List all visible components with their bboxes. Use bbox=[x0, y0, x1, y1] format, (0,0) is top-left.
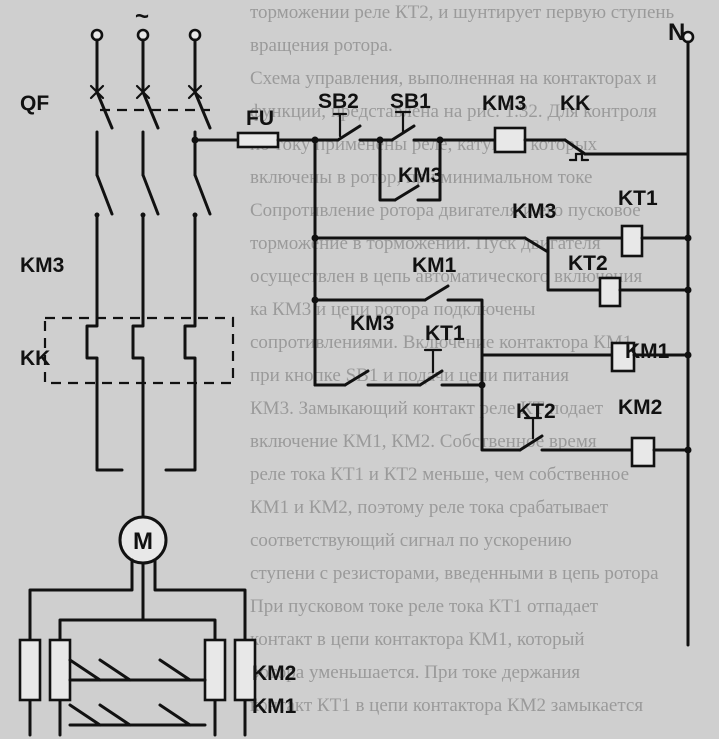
background-text-line: при кнопке SB1 и подачи цепи питания bbox=[250, 365, 569, 386]
background-text-line: осуществлен в цепь автоматического включ… bbox=[250, 266, 643, 287]
kt1-coil-label: KT1 bbox=[618, 187, 658, 210]
km3-coil bbox=[493, 126, 527, 154]
background-text-line: сопротивлениями. Включение контактора КМ… bbox=[250, 332, 632, 353]
kt1-coil bbox=[620, 224, 644, 258]
background-text-line: КМ3. Замыкающий контакт реле КТ подает bbox=[250, 398, 604, 419]
background-text-line: вращения ротора. bbox=[250, 35, 393, 56]
power-circuit: ~ N QF KM3 KK bbox=[18, 3, 695, 737]
sb2-label: SB2 bbox=[318, 90, 359, 113]
background-text-line: реле тока КТ1 и КТ2 меньше, чем собствен… bbox=[250, 464, 629, 485]
kt2-contact-label: KT2 bbox=[516, 400, 556, 423]
qf-label: QF bbox=[20, 92, 49, 115]
phase-symbol: ~ bbox=[135, 3, 149, 30]
km2-coil-label: KM2 bbox=[618, 396, 662, 419]
motor-label: M bbox=[133, 528, 153, 555]
km1-coil bbox=[610, 341, 636, 373]
km3-power-label: KM3 bbox=[20, 254, 64, 277]
background-text-line: контакт КТ1 в цепи контактора КМ2 замыка… bbox=[250, 695, 643, 716]
km1-contact-label: KM1 bbox=[412, 254, 457, 277]
km3-coil-label: KM3 bbox=[482, 92, 526, 115]
background-text-line: При пусковом токе реле тока КТ1 отпадает bbox=[250, 596, 599, 617]
km3-aux3-label: KM3 bbox=[350, 312, 394, 335]
km2-coil bbox=[630, 436, 656, 468]
background-text-line: ротора уменьшается. При токе держания bbox=[250, 662, 580, 683]
kt2-coil bbox=[598, 276, 622, 308]
background-text-line: функции, представлена на рис. 1.32. Для … bbox=[250, 101, 657, 122]
background-text-line: ступени с резисторами, введенными в цепь… bbox=[250, 563, 659, 584]
background-text-line: включены в ротор, при минимальном токе bbox=[250, 167, 592, 188]
background-text-line: по току применены реле, катушки которых bbox=[250, 134, 598, 155]
kk-relay-box bbox=[43, 316, 235, 385]
fu-label: FU bbox=[246, 107, 274, 130]
km3-aux1-label: KM3 bbox=[398, 164, 442, 187]
km3-aux2-label: KM3 bbox=[512, 200, 556, 223]
background-text-line: Схема управления, выполненная на контакт… bbox=[250, 68, 657, 89]
km1-coil-label: KM1 bbox=[625, 340, 670, 363]
sb1-label: SB1 bbox=[390, 90, 431, 113]
control-circuit: FU SB2 SB1 KM3 KM3 KK bbox=[191, 40, 692, 647]
neutral-label: N bbox=[668, 19, 685, 46]
background-text-line: контакт в цепи контактора КМ1, который bbox=[250, 629, 585, 650]
kt2-coil-label: KT2 bbox=[568, 252, 608, 275]
fuse-fu bbox=[236, 131, 280, 149]
km1-rotor-label: KM1 bbox=[252, 695, 297, 718]
background-text-line: соответствующий сигнал по ускорению bbox=[250, 530, 572, 551]
kk-relay-label: KK bbox=[20, 347, 50, 370]
background-text-line: Сопротивление ротора двигателя и его пус… bbox=[250, 200, 641, 221]
background-text-line: КМ1 и КМ2, поэтому реле тока срабатывает bbox=[250, 497, 609, 518]
kt1-contact-label: KT1 bbox=[425, 322, 465, 345]
background-text-line: ка КМ3 и цепи ротора подключены bbox=[250, 299, 536, 320]
kk-contact-label: KK bbox=[560, 92, 590, 115]
background-text-line: торможении реле КТ2, и шунтирует первую … bbox=[250, 2, 675, 23]
background-text-line: включение КМ1, КМ2. Собственное время bbox=[250, 431, 597, 452]
km2-rotor-label: KM2 bbox=[252, 662, 296, 685]
